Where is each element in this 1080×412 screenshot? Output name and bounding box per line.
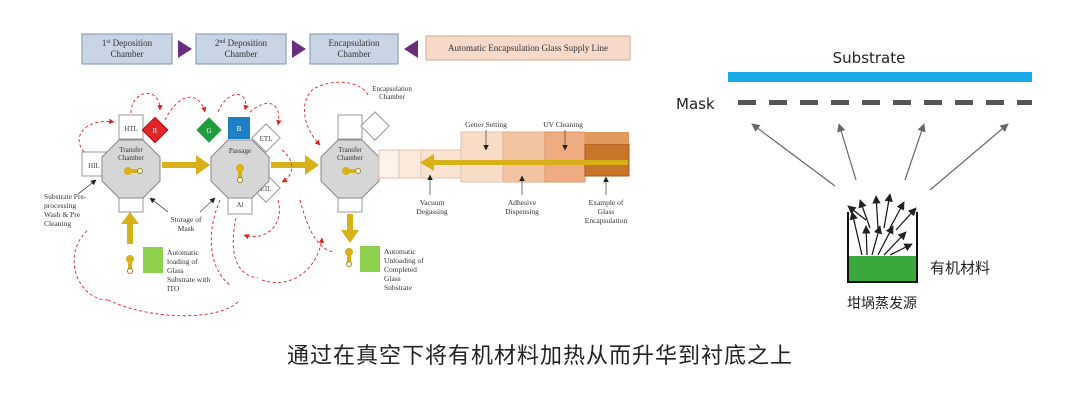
label-unload-1: Automatic	[384, 247, 416, 256]
label-unload-3: Completed	[384, 265, 417, 274]
supply-arrow-head	[420, 154, 434, 171]
glass-substrate-unload	[360, 246, 380, 272]
transfer-1-text1: Transfer	[119, 146, 143, 154]
label-unload-2: Unloading of	[384, 256, 424, 265]
organic-material	[849, 256, 916, 281]
module-red-label: R	[153, 127, 158, 135]
module-red	[141, 116, 169, 144]
header-dep2-text2: Chamber	[225, 49, 258, 59]
header-dep1-text2: Chamber	[111, 49, 144, 59]
module-green-label: G	[206, 127, 211, 135]
label-example-2: Glass	[598, 207, 615, 216]
source-label: 坩埚蒸发源	[847, 296, 917, 312]
supply-seg-2	[398, 149, 422, 179]
transfer-1-text2: Chamber	[118, 154, 144, 162]
header-row: 1st Deposition Chamber 2nd Deposition Ch…	[81, 33, 631, 65]
label-subpre-4: Cleaning	[44, 219, 71, 228]
supply-seg-4	[460, 131, 504, 183]
organic-label: 有机材料	[930, 259, 990, 277]
glass-substrate-load	[143, 247, 163, 273]
supply-seg-5	[502, 131, 546, 183]
label-subpre-2: processing	[44, 201, 76, 210]
label-load-1: Automatic	[167, 248, 199, 257]
robot-arm-icon	[345, 248, 353, 267]
header-box-dep1	[81, 33, 173, 65]
label-subpre-3: Wash & Pre	[44, 210, 81, 219]
mask-bar	[738, 100, 1032, 105]
header-box-enc	[309, 33, 399, 65]
label-example-3: Encapsulation	[585, 216, 628, 225]
module-al-label: Al	[237, 201, 244, 209]
substrate-bar	[728, 72, 1032, 82]
label-unload-4: Glass	[384, 274, 401, 283]
crucible	[847, 212, 918, 283]
module-hil-label: HIL	[88, 162, 100, 170]
label-load-4: Substrate with	[167, 275, 210, 284]
dashed-paths	[73, 81, 369, 317]
supply-seg-1	[378, 149, 400, 179]
header-supply-text: Automatic Encapsulation Glass Supply Lin…	[448, 43, 608, 53]
label-adhesive-2: Dispensing	[505, 207, 539, 216]
label-example-1: Example of	[589, 198, 624, 207]
supply-seg-end-top	[585, 132, 629, 144]
cluster-3: Transfer Chamber Encapsulation Chamber	[320, 85, 412, 213]
sublimation-arrows	[847, 193, 917, 256]
module-htl	[118, 114, 144, 140]
robot-arm-icon	[236, 164, 244, 183]
label-adhesive-1: Adhesive	[508, 198, 537, 207]
header-enc-text1: Encapsulation	[329, 38, 380, 48]
header-dep2-text1: 2nd Deposition	[215, 38, 268, 48]
caption: 通过在真空下将有机材料加热从而升华到衬底之上	[286, 344, 793, 369]
flow-triangle-3	[404, 40, 418, 58]
enc-module-diag	[360, 111, 390, 141]
label-uv: UV Cleaning	[543, 120, 583, 129]
label-load-3: Glass	[167, 266, 184, 275]
module-blue	[228, 117, 250, 139]
flow-triangle-2	[292, 40, 306, 58]
enc-module-top	[337, 114, 363, 140]
robot-arm-icon	[342, 167, 361, 175]
supply-line: Getter Setting UV Cleaning Vacuum Degass…	[378, 120, 630, 225]
substrate-label: Substrate	[833, 49, 906, 67]
transfer-3-text2: Chamber	[337, 154, 363, 162]
label-load-5: ITO	[167, 284, 180, 293]
module-etl	[251, 123, 281, 153]
label-vacuum-1: Vacuum	[420, 198, 445, 207]
header-dep1-text1: 1st Deposition	[102, 38, 153, 48]
label-storage-1: Storage of	[170, 215, 202, 224]
label-storage-2: Mask	[178, 224, 195, 233]
flow-triangle-1	[178, 40, 192, 58]
cluster-1: HTL HIL R Transfer Chamber	[81, 114, 169, 213]
robot-arm-icon	[124, 167, 143, 175]
header-enc-text2: Chamber	[338, 49, 371, 59]
passage-text: Passage	[229, 147, 251, 155]
label-unload-5: Substrate	[384, 283, 413, 292]
label-subpre-1: Substrate Pre-	[44, 192, 87, 201]
enc-chamber-label-1: Encapsulation	[372, 85, 412, 93]
module-eil-label: EIL	[261, 185, 272, 193]
module-htl-label: HTL	[124, 125, 138, 133]
mask-label: Mask	[676, 95, 715, 113]
label-getter: Getter Setting	[465, 120, 507, 129]
module-blue-label: B	[237, 125, 242, 133]
supply-arrow-shaft	[432, 160, 628, 165]
header-box-dep2	[195, 33, 287, 65]
label-vacuum-2: Degassing	[416, 207, 447, 216]
robot-arm-icon	[126, 255, 134, 274]
loading-area: Automatic loading of Glass Substrate wit…	[126, 246, 424, 293]
header-box-supply	[425, 35, 631, 61]
label-load-2: loading of	[167, 257, 198, 266]
evaporation-panel: Substrate Mask	[676, 49, 1032, 312]
transfer-3-text1: Transfer	[338, 146, 362, 154]
flow-arrows	[121, 155, 359, 244]
module-etl-label: ETL	[260, 135, 273, 143]
enc-chamber-label-2: Chamber	[379, 93, 405, 101]
